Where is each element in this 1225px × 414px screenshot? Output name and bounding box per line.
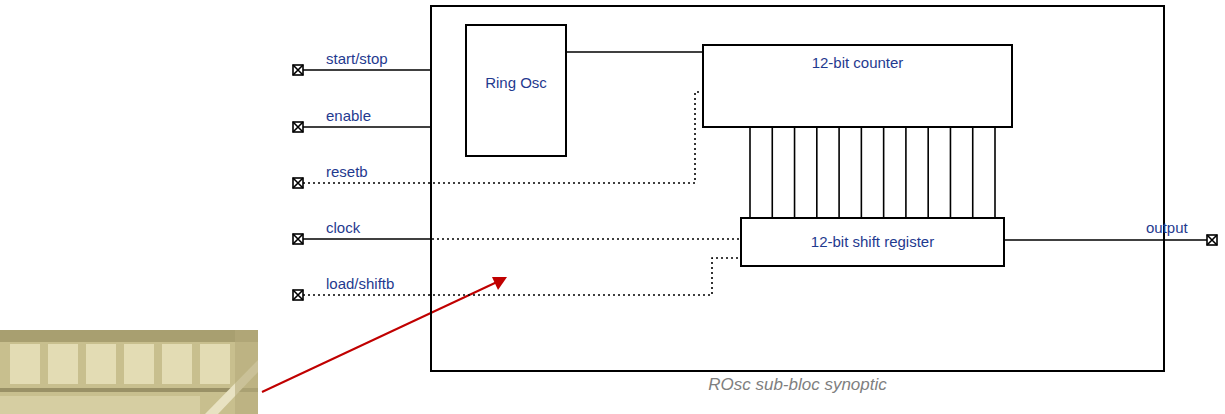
sub-block-frame: ROsc sub-bloc synopticRing Osc12-bit cou… [430,5,1165,372]
connector-line [905,127,906,218]
connector-line [861,127,862,218]
connector-line [566,52,703,53]
connector-line [772,127,773,218]
connector-line [950,127,951,218]
box-title: 12-bit counter [704,46,1011,72]
connector-line [839,127,840,218]
chip-photo [0,330,258,414]
register-box: 12-bit shift register [740,217,1005,267]
counter-box: 12-bit counter [702,44,1013,128]
signal-name: output [1146,219,1188,237]
connector-line [972,127,973,218]
signal-name: start/stop [326,50,388,68]
connector-line [794,127,795,218]
signal-name: clock [326,219,360,237]
diagram-caption: ROsc sub-bloc synoptic [432,375,1163,395]
box-title: 12-bit shift register [807,233,938,251]
signal-name: resetb [326,163,368,181]
connector-line [883,127,884,218]
connector-line [816,127,817,218]
connector-line [928,127,929,218]
signal-wires [303,70,1207,240]
signal-name: enable [326,107,371,125]
oscillator-box: Ring Osc [465,24,567,157]
connector-line [750,127,751,218]
box-title: Ring Osc [467,26,565,92]
connector-line [995,127,996,218]
signal-name: load/shiftb [326,275,394,293]
dotted-wires [303,92,740,295]
